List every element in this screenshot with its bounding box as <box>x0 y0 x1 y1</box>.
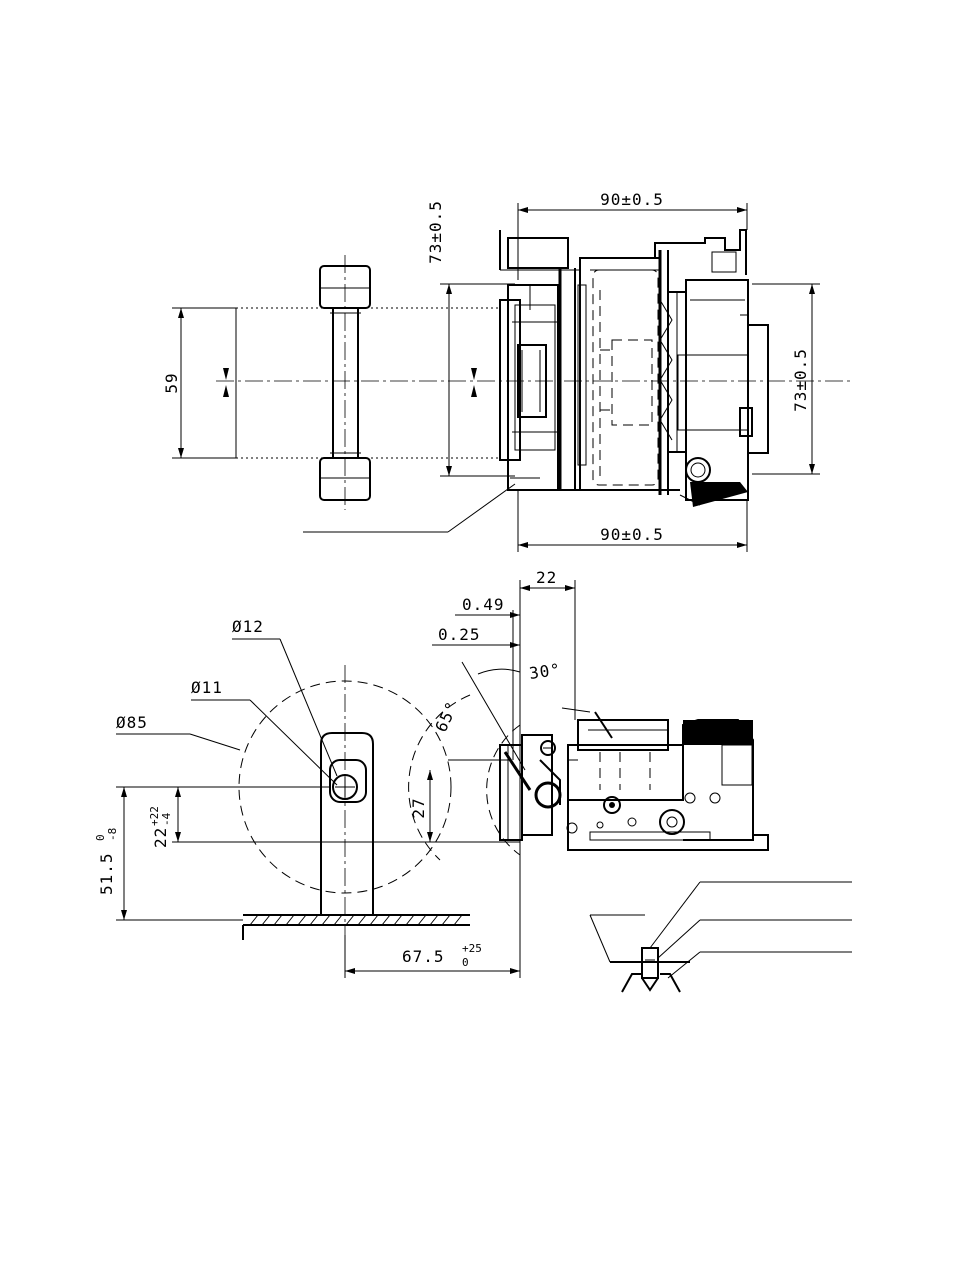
dia-12-label: Ø12 <box>232 617 264 636</box>
height-27-label: 27 <box>409 797 428 818</box>
roll-width-label: 59 <box>162 372 181 393</box>
dimension-675: 67.5 +25 0 <box>344 842 521 978</box>
right-height-label: 73±0.5 <box>791 348 810 412</box>
dimension-73-left: 73±0.5 <box>426 200 515 477</box>
h22-base: 22 <box>151 827 170 848</box>
dimension-90-bottom: 90±0.5 <box>517 490 748 552</box>
h22-lower: -4 <box>160 812 173 826</box>
paper-roll-side-view <box>238 665 521 940</box>
h515-base: 51.5 <box>97 852 116 895</box>
angle-30-label: 30° <box>528 660 562 683</box>
dimension-59: 59 <box>162 307 236 459</box>
h515-upper: 0 <box>94 834 107 841</box>
vertical-dims-side: 51.5 0 -8 22 +22 -4 <box>94 786 520 921</box>
angle-65-label: 65° <box>431 698 462 735</box>
side-025-label: 0.25 <box>438 625 481 644</box>
w675-lower: 0 <box>462 956 469 969</box>
h22-upper: +22 <box>148 806 161 826</box>
h515-lower: -8 <box>106 828 119 841</box>
dia-11-label: Ø11 <box>191 678 223 697</box>
top-width-label: 90±0.5 <box>600 190 664 209</box>
w675-upper: +25 <box>462 942 482 955</box>
dimension-73-right: 73±0.5 <box>752 283 820 475</box>
dimension-27: 27 <box>409 770 433 842</box>
side-049-label: 0.49 <box>462 595 505 614</box>
dimension-90-top: 90±0.5 <box>517 190 748 280</box>
horizontal-dims-side: 22 0.49 0.25 <box>432 568 576 842</box>
printer-mechanism-side-view <box>499 707 769 851</box>
paper-roll-top-view <box>216 255 850 510</box>
dia-85-label: Ø85 <box>116 713 148 732</box>
left-height-label: 73±0.5 <box>426 200 445 264</box>
side-22-label: 22 <box>536 568 557 587</box>
diameter-labels: Ø12 Ø11 Ø85 <box>116 617 338 786</box>
w675-base: 67.5 <box>402 947 445 966</box>
bottom-width-label: 90±0.5 <box>600 525 664 544</box>
printer-mechanism-top-view <box>499 229 769 507</box>
fastener-detail <box>589 881 852 993</box>
